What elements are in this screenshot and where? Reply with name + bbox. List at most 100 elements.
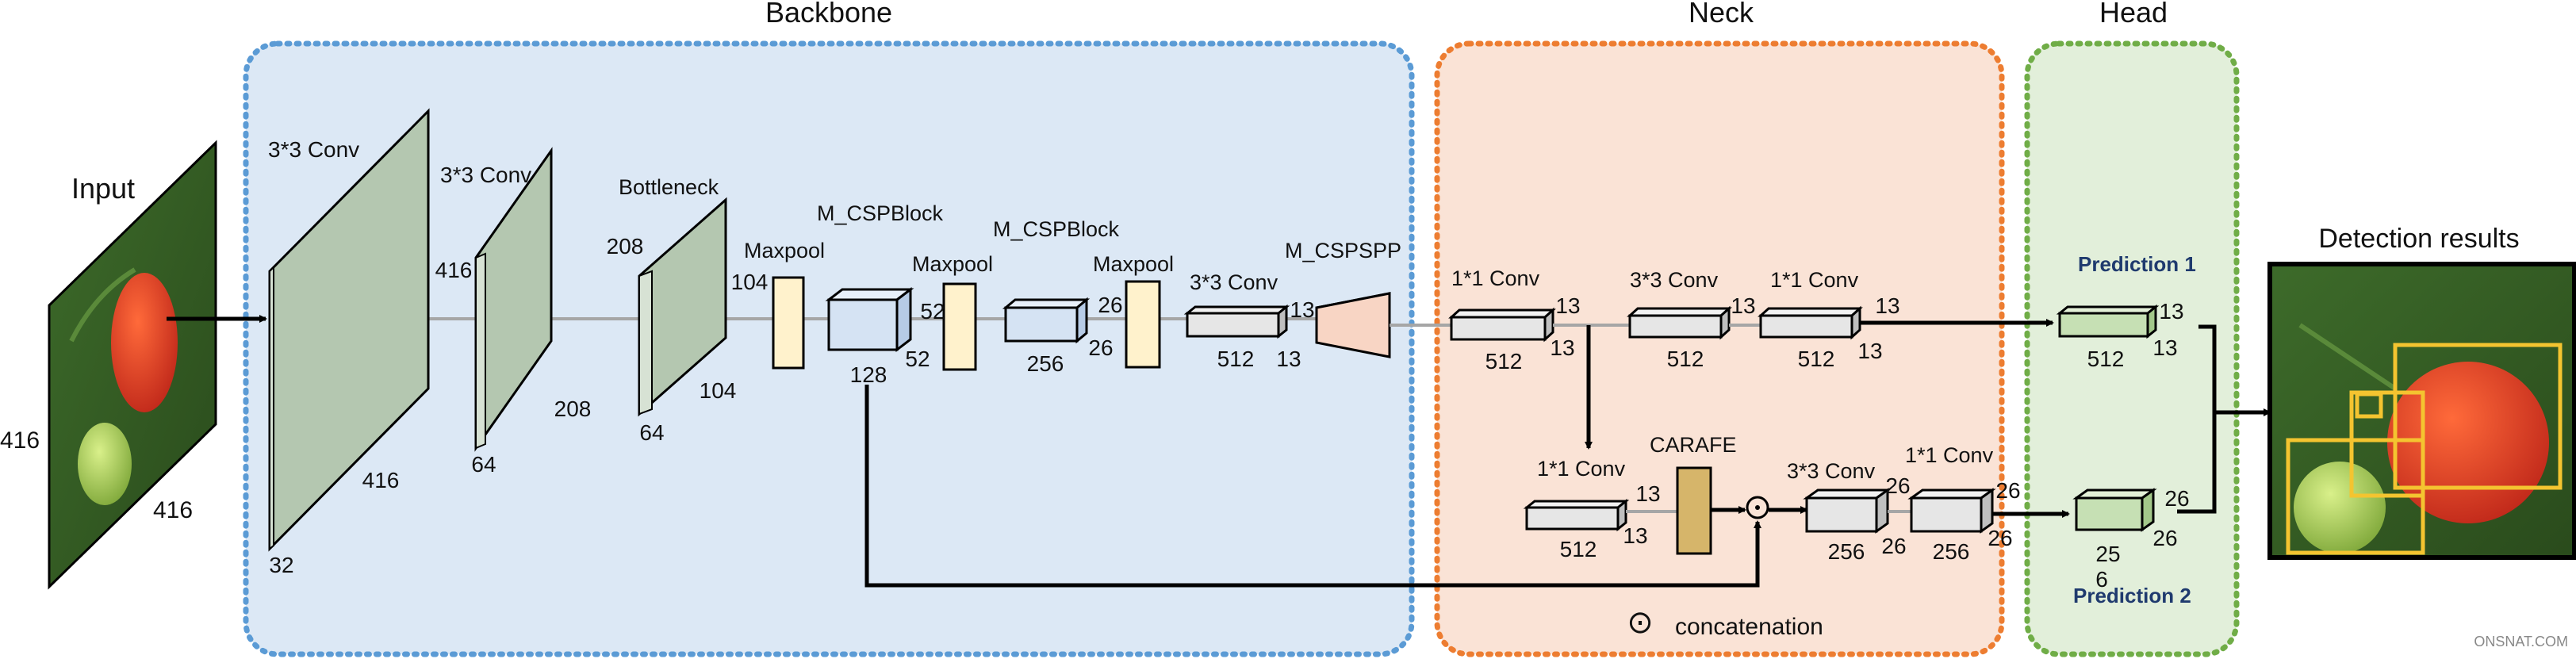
head-pred1-label: Prediction 1: [2078, 252, 2196, 276]
input-image: Input 416 416: [0, 140, 217, 590]
detection-box-small: [2355, 392, 2383, 419]
merge-line-pred1: [2198, 324, 2217, 412]
backbone-bottleneck-c: 64: [639, 420, 664, 445]
backbone-maxpool3-h: 26: [1098, 293, 1122, 317]
neck-conv-f-c: 256: [1933, 539, 1970, 564]
backbone-conv2-h: 416: [435, 258, 473, 282]
backbone-conv2-block: 3*3 Conv 416 208 64: [435, 147, 592, 477]
neck-conv-e-label: 3*3 Conv: [1787, 459, 1876, 483]
head-pred2-c-top: 25: [2095, 542, 2120, 566]
neck-conv-f-label: 1*1 Conv: [1905, 443, 1994, 467]
neck-title: Neck: [1689, 0, 1754, 29]
backbone-cspblock2-block: M_CSPBlock 256: [993, 217, 1120, 376]
backbone-maxpool2-h: 52: [920, 299, 945, 324]
backbone-conv1-label: 3*3 Conv: [268, 137, 359, 162]
detection-box-large: [2393, 343, 2563, 490]
backbone-maxpool3-label: Maxpool: [1093, 252, 1174, 276]
backbone-conv3-block: 3*3 Conv 512 13 13: [1183, 270, 1315, 371]
head-pred2-block: 26 26 25 6 Prediction 2: [2072, 486, 2191, 607]
head-pred1-h: 13: [2159, 299, 2183, 324]
backbone-conv2-w: 208: [554, 397, 592, 421]
merge-line-pred2: [2177, 412, 2217, 514]
head-pred1-block: Prediction 1 13 13 512: [2056, 252, 2196, 371]
neck-conv-c-label: 1*1 Conv: [1770, 268, 1859, 292]
head-pred2-label: Prediction 2: [2073, 584, 2191, 607]
backbone-conv2-c: 64: [471, 452, 496, 477]
neck-conv-a-block: 1*1 Conv 512 13 13: [1448, 266, 1581, 374]
neck-conv-c-h: 13: [1875, 293, 1899, 318]
neck-conv-f-h: 26: [1995, 478, 2020, 503]
backbone-maxpool1-h: 104: [731, 270, 769, 294]
backbone-bottleneck-label: Bottleneck: [619, 175, 719, 199]
neck-conv-b-h: 13: [1731, 293, 1755, 318]
backbone-maxpool1-block: Maxpool 104: [731, 239, 825, 370]
backbone-cspblock1-label: M_CSPBlock: [817, 201, 944, 225]
neck-conv-d-w: 13: [1623, 523, 1647, 548]
neck-conv-f-block: 1*1 Conv 256 26 26: [1905, 443, 2021, 564]
backbone-conv1-w: 416: [362, 468, 400, 492]
neck-conv-d-h: 13: [1635, 481, 1660, 506]
watermark: ONSNAT.COM: [2474, 634, 2568, 649]
neck-conv-b-label: 3*3 Conv: [1630, 268, 1719, 292]
backbone-cspblock2-c: 256: [1027, 351, 1064, 376]
neck-carafe-label: CARAFE: [1650, 433, 1737, 457]
neck-conv-e-block: 3*3 Conv 256 26 26: [1787, 459, 1911, 564]
head-pred2-c-bottom: 6: [2095, 567, 2108, 592]
detection-results-image: Detection results: [2267, 224, 2576, 560]
neck-conv-c-c: 512: [1798, 347, 1835, 371]
backbone-bottleneck-w: 104: [700, 378, 737, 403]
head-pred2-w: 26: [2152, 526, 2177, 550]
concat-legend: ⊙ concatenation: [1627, 605, 1823, 640]
backbone-maxpool2-w: 52: [905, 347, 930, 371]
backbone-conv3-w: 13: [1276, 347, 1301, 371]
head-title: Head: [2099, 0, 2168, 29]
neck-conv-e-h: 26: [1885, 473, 1910, 498]
neck-conv-d-c: 512: [1560, 537, 1597, 561]
input-dim-bottom: 416: [153, 497, 193, 523]
neck-carafe-block: CARAFE: [1650, 433, 1737, 555]
neck-conv-e-c: 256: [1828, 539, 1865, 564]
backbone-title: Backbone: [765, 0, 892, 29]
neck-conv-b-block: 3*3 Conv 512 13: [1627, 268, 1756, 371]
neck-conv-d-block: 1*1 Conv 512 13 13: [1523, 457, 1661, 561]
neck-conv-c-w: 13: [1857, 339, 1882, 363]
neck-conv-a-label: 1*1 Conv: [1451, 266, 1540, 290]
head-pred1-c: 512: [2087, 347, 2125, 371]
backbone-conv1-c: 32: [269, 553, 293, 577]
neck-conv-a-w: 13: [1550, 335, 1574, 360]
detection-box-mid: [2349, 390, 2425, 498]
concat-node: [1746, 496, 1769, 519]
backbone-maxpool2-block: Maxpool 52 52: [905, 252, 993, 371]
backbone-conv3-h: 13: [1290, 297, 1314, 322]
backbone-cspblock2-label: M_CSPBlock: [993, 217, 1120, 241]
neck-conv-a-c: 512: [1485, 349, 1523, 374]
neck-conv-a-h: 13: [1555, 293, 1580, 318]
backbone-conv3-c: 512: [1217, 347, 1255, 371]
concat-legend-symbol: ⊙: [1627, 605, 1654, 640]
backbone-maxpool1-label: Maxpool: [744, 239, 825, 262]
concat-legend-text: concatenation: [1675, 614, 1823, 640]
backbone-bottleneck-block: Bottleneck 208 104 64: [607, 175, 737, 445]
backbone-conv3-label: 3*3 Conv: [1190, 270, 1278, 294]
input-dim-left: 416: [0, 427, 40, 454]
head-pred2-h: 26: [2164, 486, 2189, 511]
backbone-conv2-label: 3*3 Conv: [440, 163, 531, 187]
neck-conv-c-block: 1*1 Conv 512 13 13: [1758, 268, 1900, 371]
backbone-maxpool3-w: 26: [1088, 335, 1113, 360]
head-pred1-w: 13: [2152, 335, 2177, 360]
backbone-cspspp-block: M_CSPSPP: [1285, 239, 1401, 358]
backbone-maxpool3-block: Maxpool 26 26: [1088, 252, 1174, 369]
backbone-conv1-block: 3*3 Conv 416 32: [268, 108, 430, 577]
backbone-cspblock1-block: M_CSPBlock 128: [817, 201, 944, 387]
detection-results-title: Detection results: [2318, 224, 2519, 254]
input-title: Input: [71, 172, 135, 205]
neck-conv-e-w: 26: [1881, 534, 1906, 558]
skip-connection-arrow: [864, 385, 1761, 588]
neck-conv-f-w: 26: [1988, 526, 2012, 550]
backbone-maxpool2-label: Maxpool: [912, 252, 993, 276]
neck-conv-d-label: 1*1 Conv: [1537, 457, 1626, 481]
neck-conv-b-c: 512: [1667, 347, 1704, 371]
backbone-cspspp-label: M_CSPSPP: [1285, 239, 1401, 262]
backbone-cspblock1-c: 128: [850, 362, 887, 387]
